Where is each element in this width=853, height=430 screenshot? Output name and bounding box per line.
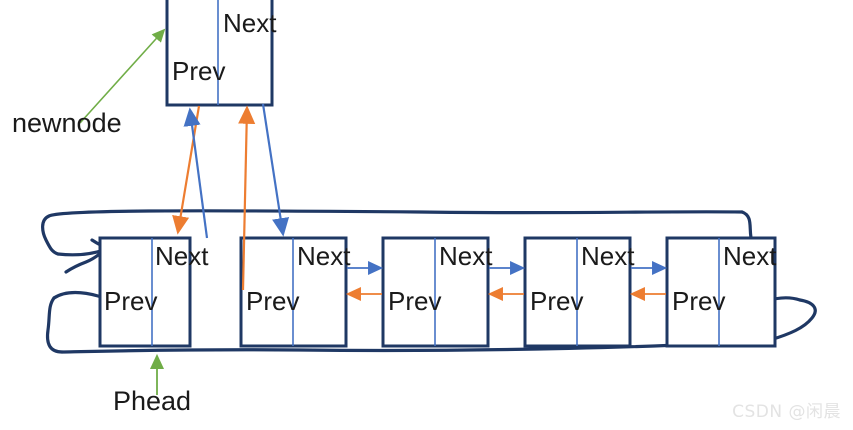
- node-2-prev-label: Prev: [246, 286, 300, 316]
- newnode-annotation-arrow: [79, 28, 166, 124]
- newnode-next-label: Next: [223, 8, 277, 38]
- list-node-5: [665, 236, 777, 348]
- node-4-prev-label: Prev: [530, 286, 584, 316]
- newnode-prev-label: Prev: [172, 56, 226, 86]
- node-1-next-label: Next: [155, 241, 209, 271]
- list-node-boxes: [98, 236, 777, 348]
- node-4-next-label: Next: [581, 241, 635, 271]
- node-5-prev-label: Prev: [672, 286, 726, 316]
- annotation-arrows: [79, 28, 166, 395]
- node-5-next-label: Next: [723, 241, 777, 271]
- newnode-label: newnode: [12, 108, 122, 138]
- list-node-2: [239, 236, 348, 348]
- newnode-prev-arrow: [172, 105, 201, 235]
- newnode-next-arrow: [261, 103, 290, 237]
- newnode-box: [165, 0, 274, 107]
- csdn-watermark: CSDN @闲晨: [732, 402, 841, 422]
- node2-prev-arrow: [238, 105, 256, 291]
- node-3-prev-label: Prev: [388, 286, 442, 316]
- inter-node-pointer-arrows: [345, 260, 668, 302]
- list-node-4: [523, 236, 632, 348]
- node-3-next-label: Next: [439, 241, 493, 271]
- node-2-next-label: Next: [297, 241, 351, 271]
- list-node-1: [98, 236, 192, 348]
- node1-next-arrow: [183, 107, 209, 239]
- phead-label: Phead: [113, 386, 192, 416]
- node-1-prev-label: Prev: [104, 286, 158, 316]
- insertion-pointer-arrows: [172, 103, 290, 291]
